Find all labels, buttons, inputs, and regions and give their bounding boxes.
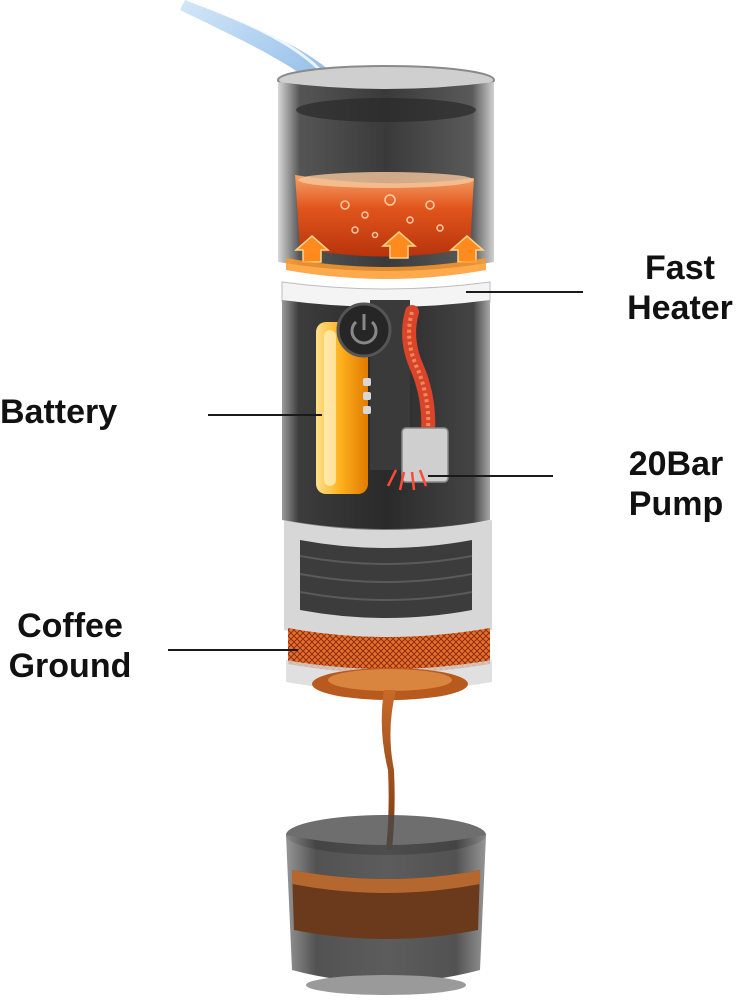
pump-label-line2: Pump	[628, 485, 724, 523]
coffee-ground-label-line1: Coffee	[17, 607, 123, 645]
up-arrow-icon	[294, 231, 485, 263]
leader-lines	[168, 291, 583, 651]
fast-heater-label: Fast Heater	[614, 248, 743, 328]
coffee-ground-label-line2: Ground	[8, 647, 132, 685]
pump-label-line1: 20Bar	[628, 445, 724, 483]
boiling-bubbles	[340, 194, 444, 239]
hot-water	[295, 175, 474, 257]
pump-block	[401, 427, 449, 483]
fast-heater-label-line1: Fast	[645, 249, 715, 287]
battery-label: Battery	[0, 392, 117, 432]
fast-heater-label-line2: Heater	[627, 289, 733, 327]
coffee-stream	[381, 690, 396, 850]
coffee-ground-basket	[288, 628, 490, 673]
pump-label: 20Bar Pump	[614, 444, 738, 524]
coffee-ground-label: Coffee Ground	[2, 606, 138, 686]
battery-label-line1: Battery	[0, 393, 118, 431]
